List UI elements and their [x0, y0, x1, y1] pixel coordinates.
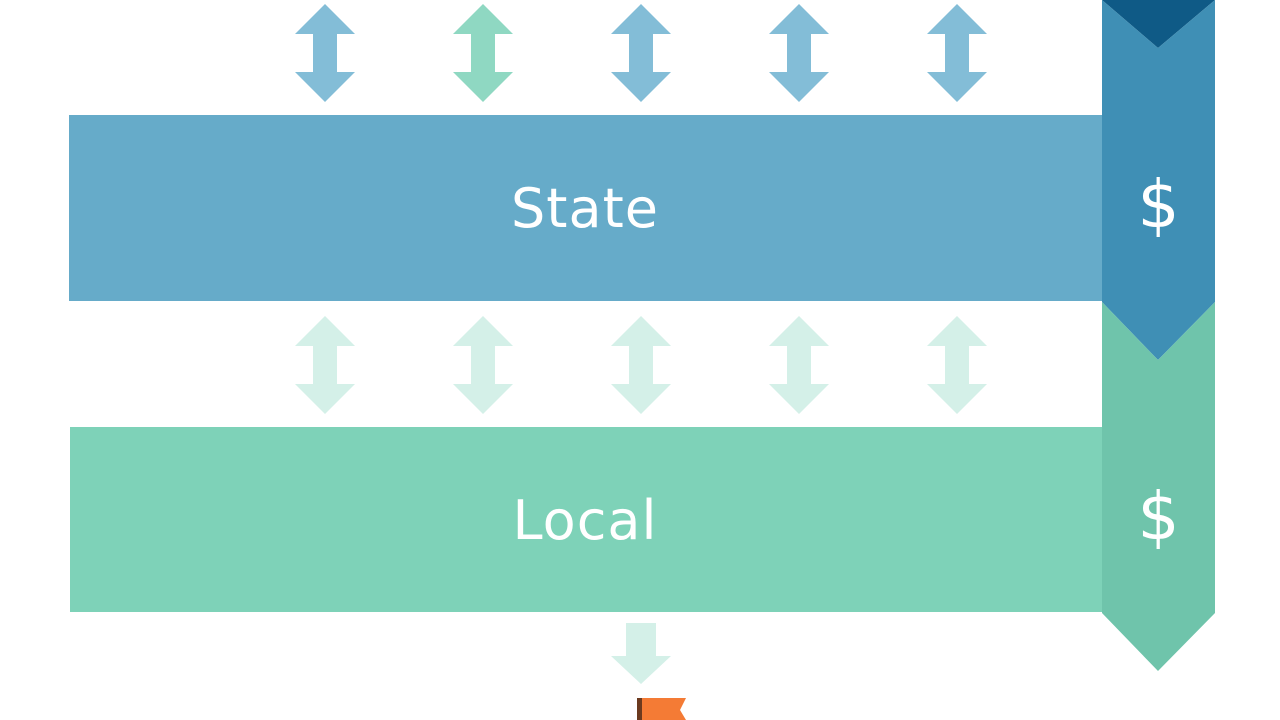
double-arrow-icon: [769, 4, 829, 102]
double-arrow-icon: [453, 316, 513, 414]
local-band: Local: [69, 427, 1101, 613]
state-band-background: [69, 115, 1102, 301]
bottom-arrow: [611, 623, 671, 684]
double-arrow-icon: [927, 316, 987, 414]
local-dollar-icon: $: [1137, 478, 1180, 555]
double-arrow-icon: [295, 4, 355, 102]
double-arrow-icon: [611, 4, 671, 102]
flag-pole: [637, 698, 642, 720]
middle-arrow-row: [295, 316, 987, 414]
state-dollar-icon: $: [1137, 166, 1180, 243]
state-label: State: [511, 176, 659, 240]
double-arrow-icon: [295, 316, 355, 414]
flag-body: [642, 698, 686, 720]
local-label: Local: [512, 488, 658, 552]
top-arrow-row: [295, 4, 987, 102]
double-arrow-icon: [927, 4, 987, 102]
state-band: State: [69, 115, 1101, 301]
ribbon-local-segment: [1102, 302, 1215, 671]
ribbon-state-segment: [1102, 0, 1215, 360]
flag-icon: [637, 698, 686, 720]
local-band-background: [70, 427, 1102, 612]
down-arrow-icon: [611, 623, 671, 684]
double-arrow-icon: [769, 316, 829, 414]
ribbon-top-segment: [1102, 0, 1215, 48]
double-arrow-icon: [611, 316, 671, 414]
double-arrow-icon: [453, 4, 513, 102]
